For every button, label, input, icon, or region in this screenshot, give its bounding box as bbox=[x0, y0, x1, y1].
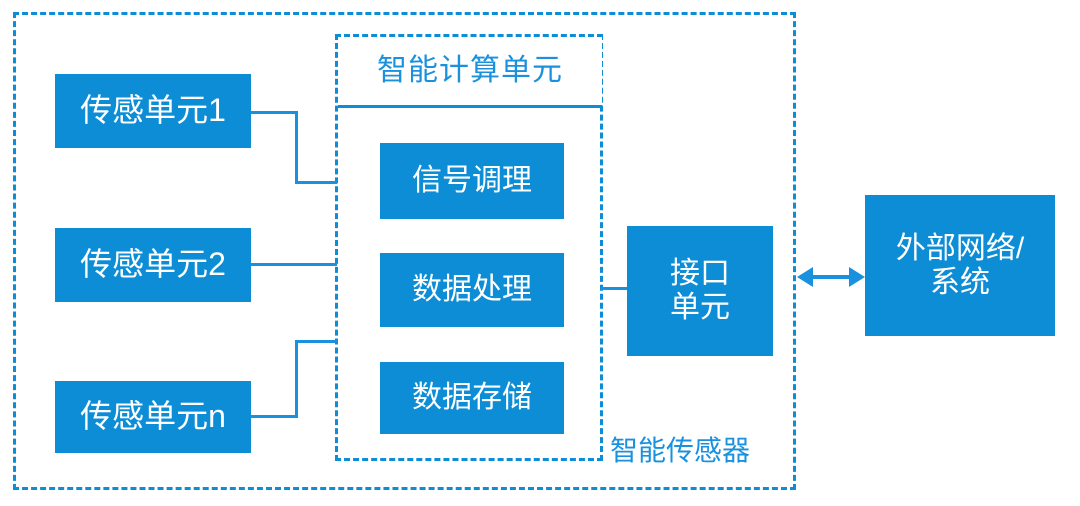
connector-sensing-unit-1 bbox=[251, 111, 298, 114]
intelligent-computing-unit-boundary bbox=[335, 34, 603, 461]
interface-unit-block[interactable]: 接口 单元 bbox=[627, 226, 773, 356]
smart-sensor-caption: 智能传感器 bbox=[610, 435, 751, 466]
connector-sensing-unit-1 bbox=[295, 181, 337, 184]
data-processing-block[interactable]: 数据处理 bbox=[380, 253, 564, 327]
sensing-unit-n-block[interactable]: 传感单元n bbox=[55, 381, 251, 453]
connector-sensing-unit-1 bbox=[295, 111, 298, 184]
connector-sensing-unit-n bbox=[251, 415, 298, 418]
connector-compute-unit-to-interface-unit bbox=[601, 287, 629, 290]
sensing-unit-1-block[interactable]: 传感单元1 bbox=[55, 74, 251, 148]
intelligent-computing-unit-title: 智能计算单元 bbox=[377, 54, 563, 87]
connector-sensing-unit-2 bbox=[251, 263, 337, 266]
data-storage-block[interactable]: 数据存储 bbox=[380, 362, 564, 434]
connector-sensing-unit-n bbox=[295, 340, 337, 343]
signal-conditioning-block[interactable]: 信号调理 bbox=[380, 143, 564, 219]
connector-sensing-unit-n bbox=[295, 340, 298, 418]
sensing-unit-2-block[interactable]: 传感单元2 bbox=[55, 228, 251, 302]
bidirectional-arrow-icon bbox=[797, 258, 865, 296]
external-network-system-block[interactable]: 外部网络/ 系统 bbox=[865, 195, 1055, 336]
smart-sensor-boundary bbox=[13, 12, 796, 490]
intelligent-computing-unit-title-plate: 智能计算单元 bbox=[338, 37, 602, 108]
